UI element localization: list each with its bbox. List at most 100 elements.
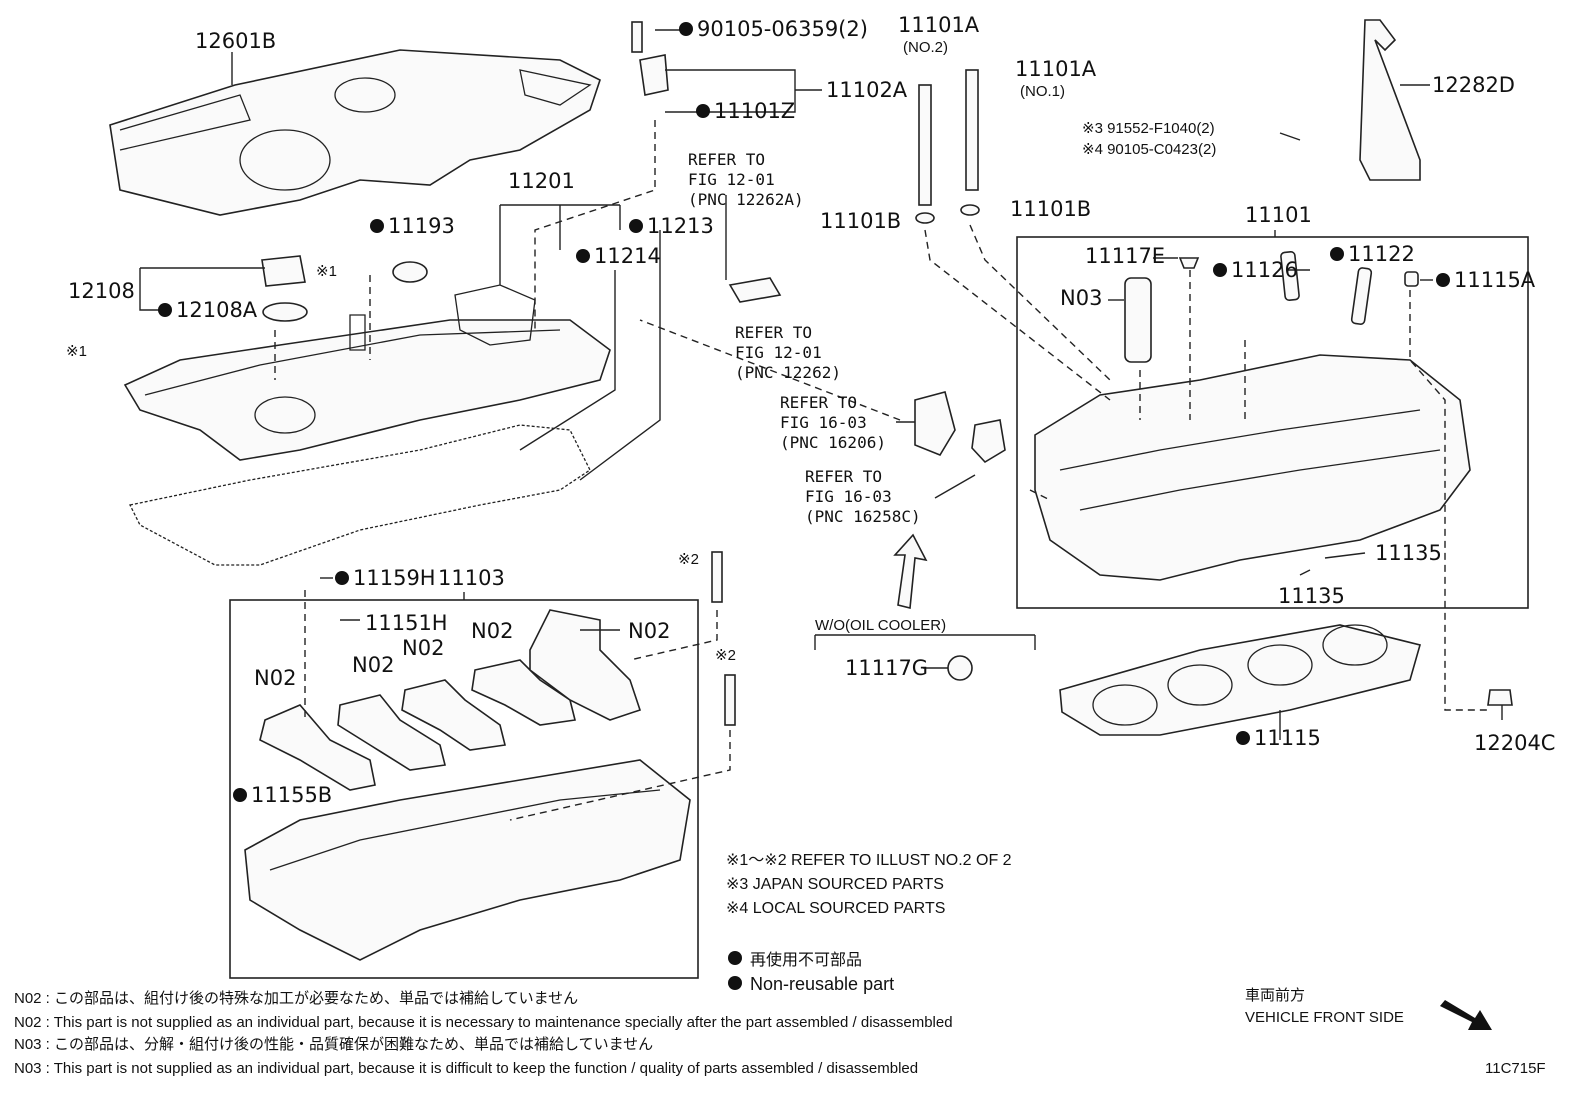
cylinder-head-box <box>1016 236 1529 609</box>
footnote-n03-jp: N03 : この部品は、分解・組付け後の性能・品質確保が困難なため、単品では補給… <box>14 1035 653 1053</box>
label-gasket-small: 11101Z <box>714 99 795 123</box>
non-reusable-dot <box>1436 273 1450 287</box>
label-mark1: ※1 <box>316 263 337 280</box>
label-n02-b: N02 <box>628 619 670 643</box>
refer-4-line3: (PNC 16258C) <box>805 507 921 526</box>
label-mark1b: ※1 <box>66 343 87 360</box>
label-engine-cover: 12601B <box>195 29 276 53</box>
oil-cap-illustration <box>261 255 306 287</box>
engine-cover-illustration <box>109 49 601 216</box>
bolt-no1-illustration <box>965 69 979 191</box>
label-n02-d: N02 <box>352 653 394 677</box>
refer-3-line1: REFER TO <box>780 393 857 412</box>
label-head-assy: 11101 <box>1245 203 1312 227</box>
washer-b-illustration <box>960 204 980 216</box>
label-sensor-group: 11102A <box>826 78 908 102</box>
label-mark2b: ※2 <box>715 647 736 664</box>
label-n02-c: N02 <box>402 636 444 660</box>
refer-4-line2: FIG 16-03 <box>805 487 892 506</box>
refer-2-line3: (PNC 12262) <box>735 363 841 382</box>
label-n02-a: N02 <box>471 619 513 643</box>
hose-illustration <box>728 277 782 303</box>
label-bolt-151h: 11151H <box>365 611 448 635</box>
n03-sleeve-illustration <box>1124 277 1152 363</box>
label-gasket-cover: 11214 <box>594 244 661 268</box>
label-wo-oil: W/O(OIL COOLER) <box>815 617 946 634</box>
non-reusable-dot <box>1236 731 1250 745</box>
non-reusable-dot <box>1330 247 1344 261</box>
washer-a-illustration <box>915 212 935 224</box>
camshaft-housing-illustration <box>244 759 691 961</box>
label-pin-135b: 11135 <box>1278 584 1345 608</box>
refer-3-line2: FIG 16-03 <box>780 413 867 432</box>
refer-1-line2: FIG 12-01 <box>688 170 775 189</box>
label-camhousing: 11103 <box>438 566 505 590</box>
note-line1: ※1～※2 REFER TO ILLUST NO.2 OF 2 <box>726 852 1012 869</box>
label-gasket-plug: 11213 <box>647 214 714 238</box>
note-line3: ※4 LOCAL SOURCED PARTS <box>726 900 945 917</box>
label-washer-a: 11101B <box>820 209 901 233</box>
label-pin-126: 11126 <box>1231 258 1298 282</box>
head-gasket-illustration <box>1059 624 1421 736</box>
hook-12282d-illustration <box>1359 19 1421 181</box>
alignment-lines <box>274 120 1490 821</box>
label-bolt-no2-sub: (NO.2) <box>903 39 948 56</box>
legend-jp: 再使用不可部品 <box>750 951 862 969</box>
label-cover-assy: 11201 <box>508 169 575 193</box>
non-reusable-dot <box>696 104 710 118</box>
label-washer-b: 11101B <box>1010 197 1091 221</box>
arrow-illustration <box>893 533 928 610</box>
head-cover-illustration <box>123 284 611 461</box>
label-oil-cap: 12108 <box>68 279 135 303</box>
label-bolt-top: 90105-06359(2) <box>697 17 868 41</box>
label-plug: 11193 <box>388 214 455 238</box>
bolt-90105-illustration <box>631 21 643 53</box>
refer-1-line3: (PNC 12262A) <box>688 190 804 209</box>
label-pin-122: 11122 <box>1348 242 1415 266</box>
bolt-no2-illustration <box>918 84 932 206</box>
sensor-11102a-illustration <box>639 54 669 96</box>
non-reusable-dot <box>158 303 172 317</box>
refer-2-line1: REFER TO <box>735 323 812 342</box>
oil-cap-gasket-illustration <box>262 302 308 322</box>
plug-11193-illustration <box>392 261 428 283</box>
legend-dot-jp <box>728 951 742 965</box>
bracket-16206-illustration <box>914 391 956 456</box>
label-pin-135a: 11135 <box>1375 541 1442 565</box>
cylinder-head-illustration <box>1034 354 1471 581</box>
label-note4-part: ※4 90105-C0423(2) <box>1082 141 1216 158</box>
plug-11115a-illustration <box>1404 271 1419 287</box>
label-hook: 12282D <box>1432 73 1515 97</box>
label-bolt-no1-sub: (NO.1) <box>1020 83 1065 100</box>
non-reusable-dot <box>233 788 247 802</box>
footnote-n03-en: N03 : This part is not supplied as an in… <box>14 1060 918 1077</box>
non-reusable-dot <box>679 22 693 36</box>
cover-gasket-illustration <box>129 424 591 566</box>
plug-11117g-illustration <box>947 655 973 681</box>
label-oil-cap-gasket: 12108A <box>176 298 258 322</box>
refer-4-line1: REFER TO <box>805 467 882 486</box>
footnote-n02-en: N02 : This part is not supplied as an in… <box>14 1014 953 1031</box>
legend-dot-en <box>728 976 742 990</box>
label-mark2a: ※2 <box>678 551 699 568</box>
footnote-n02-jp: N02 : この部品は、組付け後の特殊な加工が必要なため、単品では補給していませ… <box>14 990 578 1007</box>
label-bolt-no1: 11101A <box>1015 57 1097 81</box>
label-n03: N03 <box>1060 286 1102 310</box>
label-n02-e: N02 <box>254 666 296 690</box>
label-plug-115a: 11115A <box>1454 268 1536 292</box>
label-head-gasket: 11115 <box>1254 726 1321 750</box>
non-reusable-dot <box>335 571 349 585</box>
label-note3-part: ※3 91552-F1040(2) <box>1082 120 1215 137</box>
pin-11126-illustration <box>1280 250 1300 302</box>
note-line2: ※3 JAPAN SOURCED PARTS <box>726 876 944 893</box>
bolt-x2b-illustration <box>724 674 736 726</box>
plug-11117e-illustration <box>1178 257 1200 269</box>
non-reusable-dot <box>1213 263 1227 277</box>
refer-1-line1: REFER TO <box>688 150 765 169</box>
non-reusable-dot <box>629 219 643 233</box>
cam-caps-illustration <box>259 609 642 791</box>
leader-lines <box>139 29 1503 740</box>
pin-11122-illustration <box>1350 267 1373 325</box>
refer-2-line2: FIG 12-01 <box>735 343 822 362</box>
